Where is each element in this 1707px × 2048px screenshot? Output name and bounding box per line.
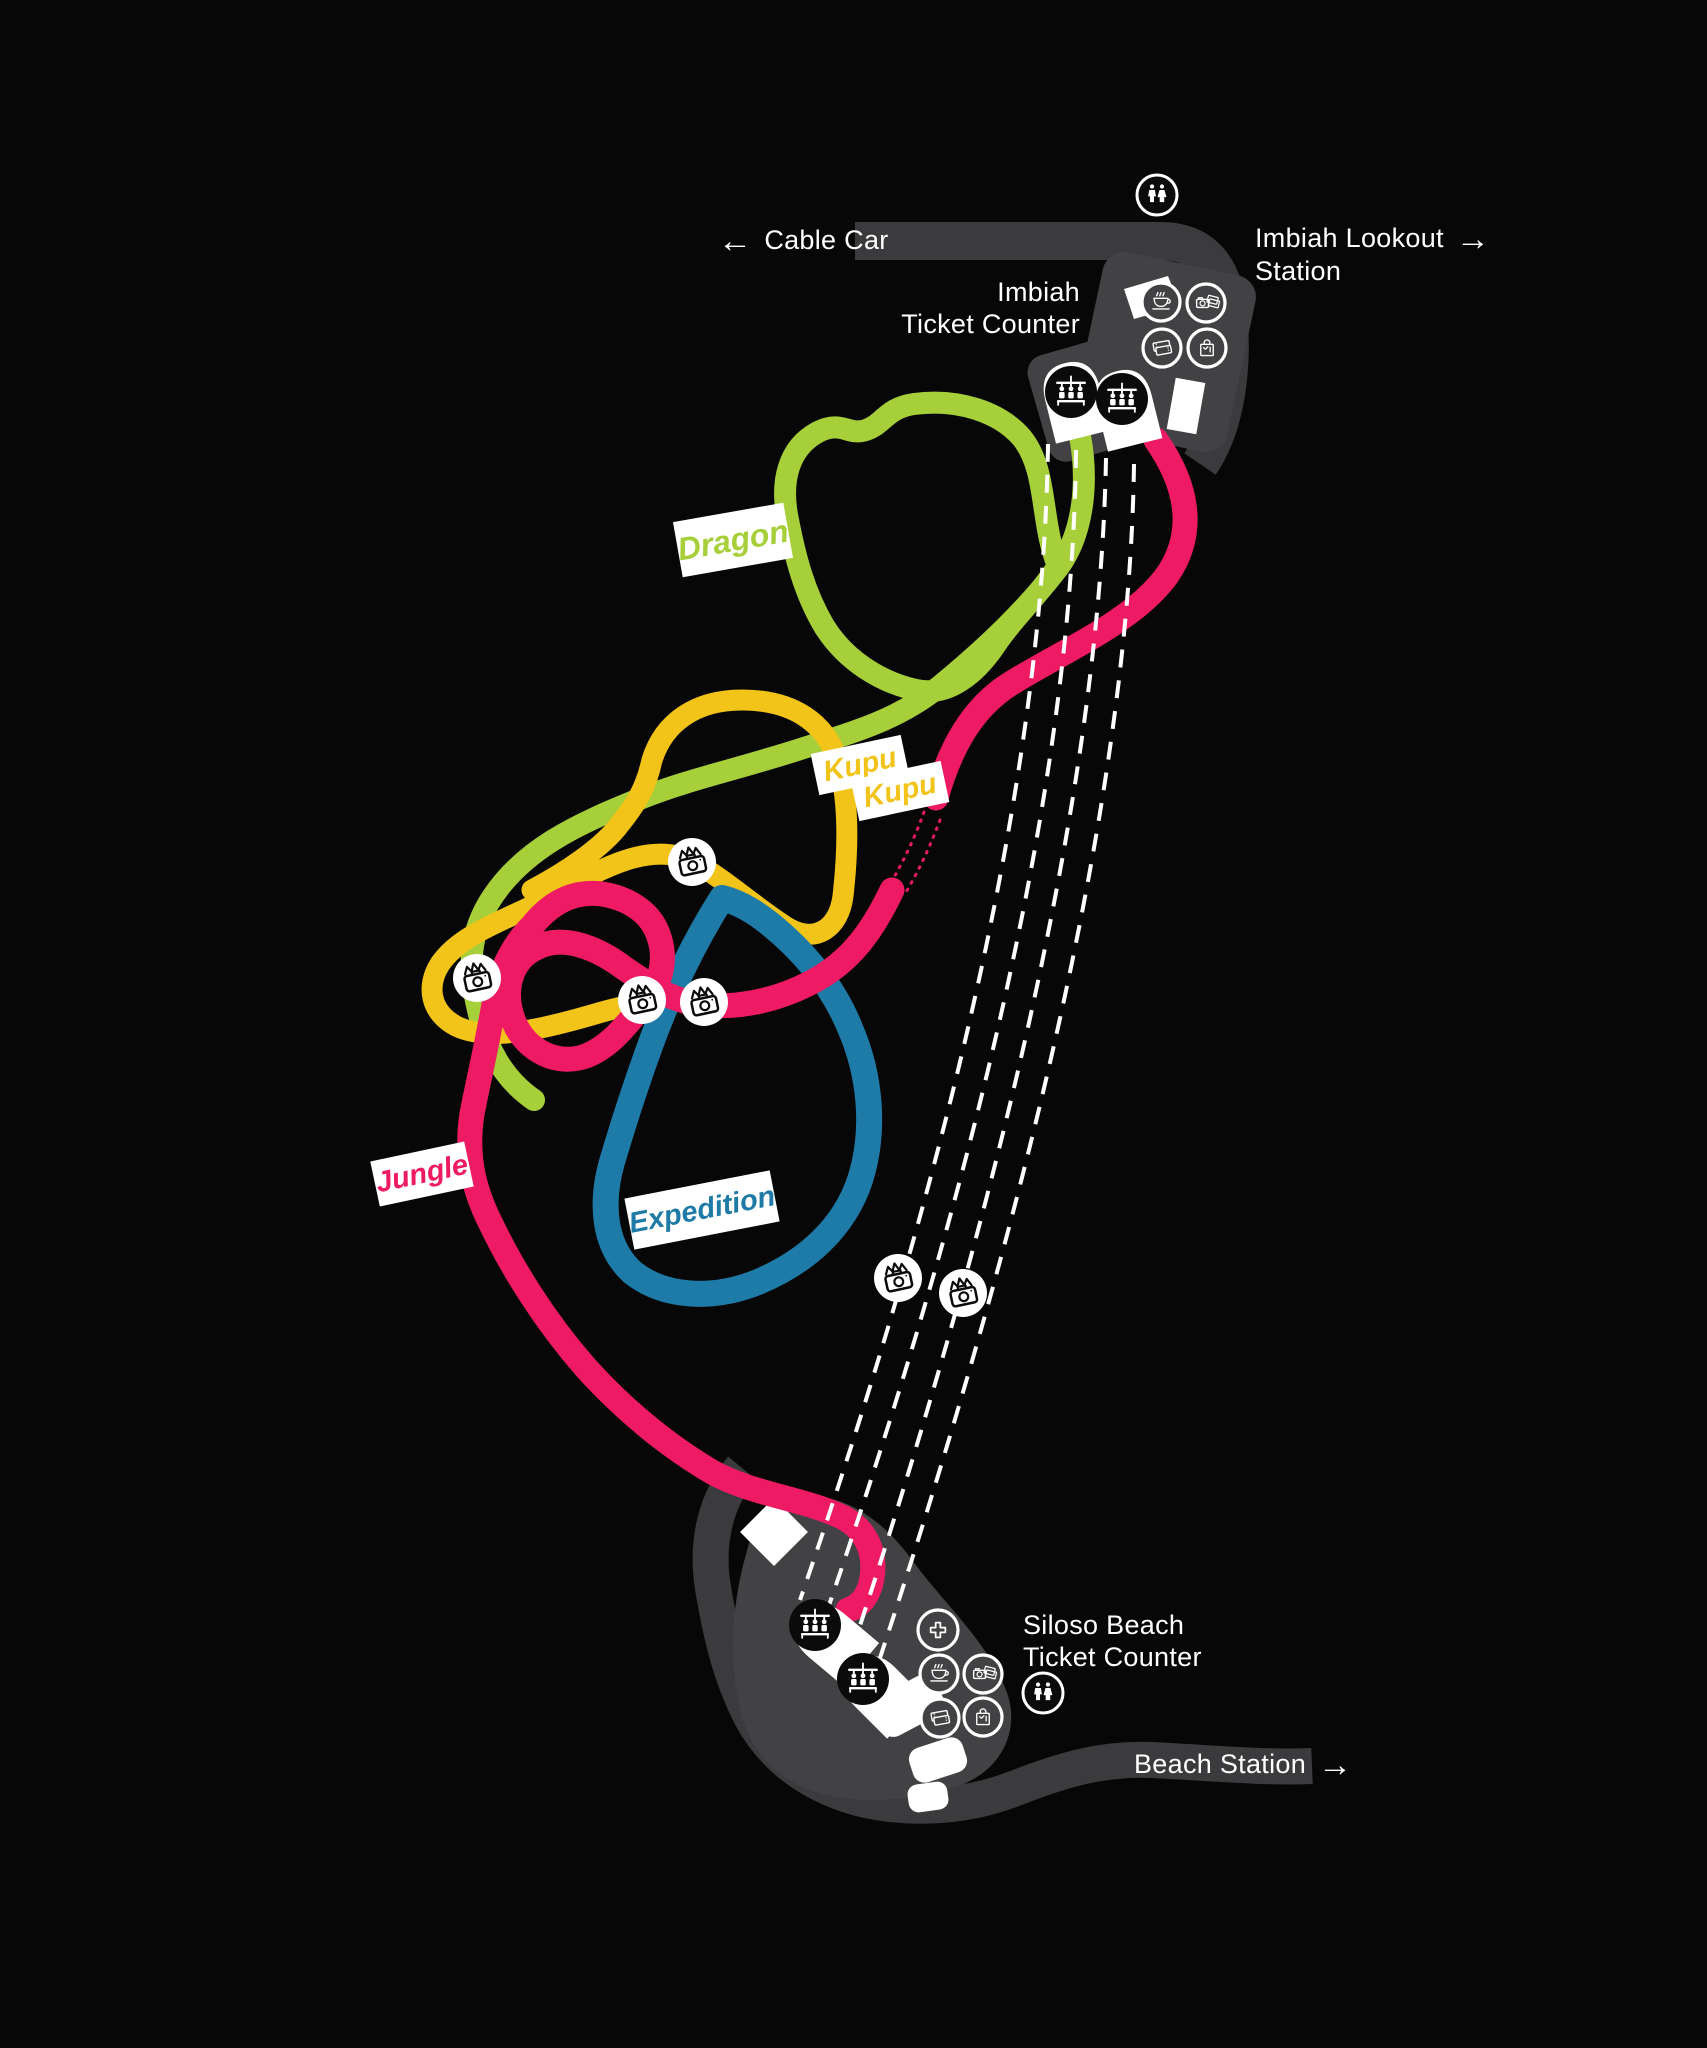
photo-point-icon (874, 1254, 922, 1302)
cafe-icon (918, 1653, 960, 1695)
restrooms-icon (1021, 1671, 1065, 1715)
imbiah-station-icons (1043, 173, 1228, 452)
chairlift-icon (1096, 373, 1148, 425)
siloso-ticket-counter-line1: Siloso Beach (1023, 1610, 1185, 1640)
tickets-icon (1141, 327, 1183, 369)
photo-points (453, 838, 987, 1317)
photo-point-icon (453, 954, 501, 1002)
right-arrow-icon: → (1318, 1746, 1353, 1784)
imbiah-ticket-counter-line2: Ticket Counter (901, 308, 1080, 339)
right-arrow-icon: → (1455, 220, 1491, 258)
cable-car-label: ← Cable Car (718, 224, 889, 258)
skyride-line (848, 457, 1108, 1657)
chairlift-icon (789, 1599, 841, 1651)
photo-point-icon (668, 838, 716, 886)
imbiah-ticket-counter-line1: Imbiah (997, 277, 1080, 307)
siloso-counter-block (908, 1737, 968, 1783)
photo-point-icon (618, 976, 666, 1024)
photo-sales-icon (962, 1653, 1004, 1695)
photo-point-icon (939, 1269, 987, 1317)
siloso-station-icons (789, 1599, 1065, 1739)
imbiah-ticket-counter-label: Imbiah Ticket Counter (890, 277, 1080, 341)
first-aid-icon (916, 1608, 960, 1652)
chairlift-icon (1045, 366, 1097, 418)
imbiah-lookout-label: Imbiah Lookout → Station (1255, 222, 1490, 288)
photo-sales-icon (1185, 282, 1227, 324)
jungle-trail-path (457, 427, 1198, 1623)
beach-station-text: Beach Station (1134, 1749, 1307, 1780)
beach-station-label: Beach Station → (1134, 1748, 1352, 1782)
skyride-lines (798, 443, 1136, 1671)
imbiah-lookout-text-line2: Station (1255, 256, 1342, 286)
skyride-line (798, 443, 1050, 1601)
beach-road (692, 1456, 1313, 1824)
cable-car-text: Cable Car (764, 225, 889, 256)
chairlift-icon (837, 1653, 889, 1705)
imbiah-lookout-text-line1: Imbiah Lookout (1255, 223, 1444, 254)
skyride-line (874, 463, 1136, 1671)
shop-icon (1186, 327, 1228, 369)
siloso-ticket-counter-line2: Ticket Counter (1023, 1641, 1202, 1672)
imbiah-building-block (1166, 377, 1206, 435)
tickets-icon (919, 1697, 961, 1739)
skyride-line (824, 449, 1078, 1615)
restrooms-icon (1135, 173, 1179, 217)
siloso-ticket-counter-label: Siloso Beach Ticket Counter (1023, 1610, 1202, 1674)
shop-icon (962, 1696, 1004, 1738)
photo-point-icon (680, 978, 728, 1026)
siloso-counter-block (907, 1781, 949, 1813)
jungle-tunnel-dotted-section (887, 810, 942, 896)
cafe-icon (1140, 281, 1182, 323)
left-arrow-icon: ← (718, 222, 753, 260)
